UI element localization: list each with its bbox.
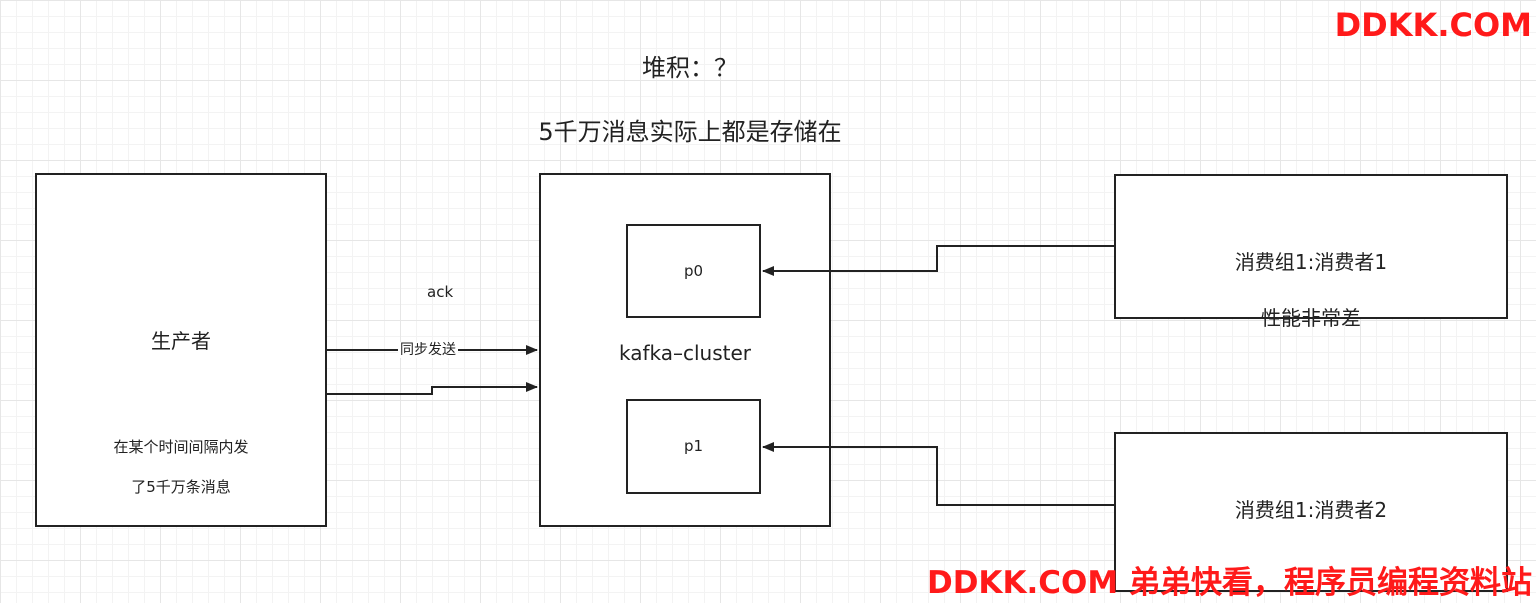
partition-p0-label: p0 (683, 262, 704, 280)
consumer-2-node[interactable]: 消费组1:消费者2 (1114, 432, 1508, 592)
producer-label: 生产者 (151, 329, 211, 353)
title-line-1: 堆积：？ (642, 54, 738, 82)
producer-second-arrow (327, 382, 538, 395)
title-line-2: 5千万消息实际上都是存储在 (538, 118, 842, 146)
consumer-1-to-p0-arrow (762, 245, 1114, 276)
consumer-1-label: 消费组1:消费者1 性能非常差 (1116, 220, 1506, 360)
consumer-2-to-p1-arrow (762, 442, 1114, 506)
consumer-1-line-2: 性能非常差 (1261, 306, 1361, 330)
producer-note-line-1: 在某个时间间隔内发 (113, 438, 249, 456)
partition-p1-label: p1 (683, 437, 704, 455)
producer-node[interactable]: 生产者 在某个时间间隔内发 了5千万条消息 (35, 173, 327, 527)
watermark-bottom: DDKK.COM 弟弟快看，程序员编程资料站 (926, 565, 1532, 601)
partition-p0[interactable]: p0 (626, 224, 761, 318)
consumer-1-line-1: 消费组1:消费者1 (1234, 250, 1388, 274)
producer-note-line-2: 了5千万条消息 (131, 478, 231, 496)
producer-note: 在某个时间间隔内发 了5千万条消息 (37, 417, 325, 517)
sync-send-label: 同步发送 (398, 342, 458, 358)
watermark-top-right: DDKK.COM (1334, 6, 1532, 44)
consumer-2-label: 消费组1:消费者2 (1234, 498, 1388, 522)
cluster-label: kafka–cluster (618, 341, 752, 365)
ack-label: ack (427, 283, 454, 301)
consumer-1-node[interactable]: 消费组1:消费者1 性能非常差 (1114, 174, 1508, 330)
partition-p1[interactable]: p1 (626, 399, 761, 494)
